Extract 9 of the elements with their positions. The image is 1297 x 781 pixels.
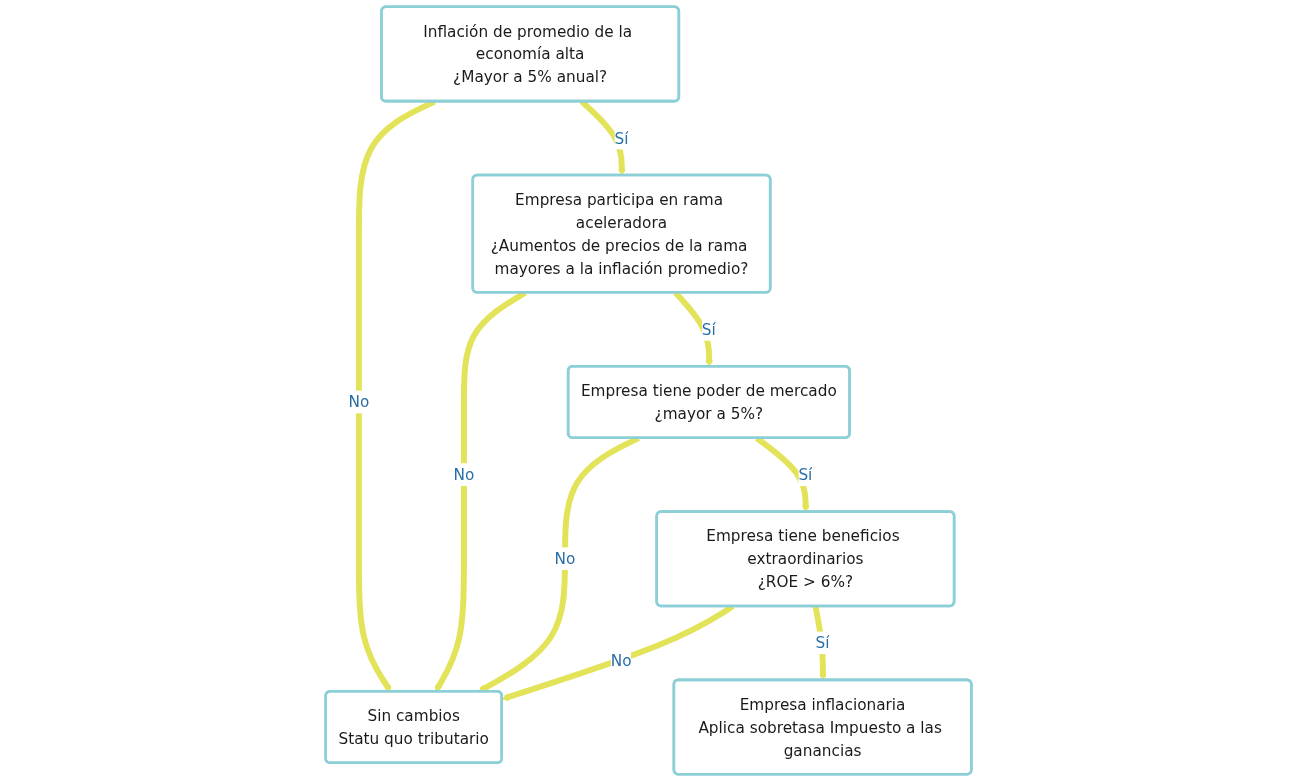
edge-label: Sí xyxy=(614,129,629,148)
edge-label: No xyxy=(554,549,576,568)
edge-label: No xyxy=(453,465,475,484)
arrow xyxy=(579,99,626,176)
edge-label: No xyxy=(610,651,632,670)
edge-label: Sí xyxy=(701,320,716,339)
edge-label: No xyxy=(348,393,370,411)
edge-label: Sí xyxy=(815,633,830,652)
edge-label: Sí xyxy=(798,465,813,484)
